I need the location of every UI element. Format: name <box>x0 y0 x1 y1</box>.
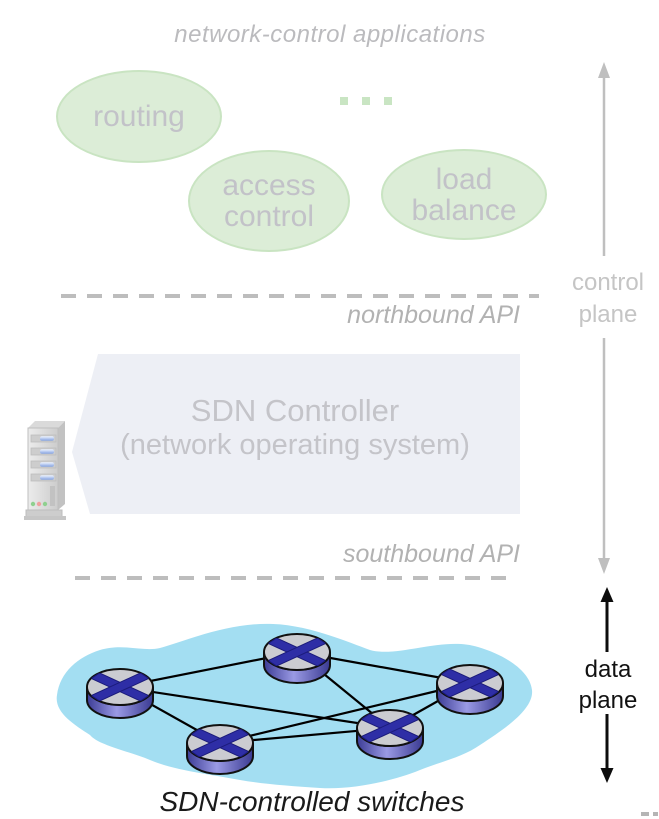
dot <box>384 97 392 105</box>
sdn-controller-text: SDN Controller (network operating system… <box>70 393 520 463</box>
server-led-green <box>42 501 48 507</box>
sdn-controller-subtitle: (network operating system) <box>120 429 470 461</box>
server-icon <box>24 421 66 520</box>
server-drive-bays <box>30 434 57 482</box>
switches-caption: SDN-controlled switches <box>159 786 465 817</box>
app-ellipse-routing: routing <box>56 70 222 163</box>
ellipsis-dots-icon <box>340 97 392 105</box>
switch-icon <box>186 724 254 775</box>
switch-icon <box>356 709 424 760</box>
control-plane-label: control plane <box>571 269 645 328</box>
clipped-text-fragment <box>641 812 649 816</box>
data-plane-label: data plane <box>578 656 638 714</box>
diagram-title: network-control applications <box>174 21 486 48</box>
server-led-red <box>36 501 42 507</box>
app-ellipse-load-balance: load balance <box>381 149 547 240</box>
clipped-text-fragment <box>653 812 658 816</box>
northbound-api-label: northbound API <box>347 301 520 329</box>
sdn-controller-name: SDN Controller <box>190 393 400 428</box>
link-bottomleft-right <box>219 681 471 745</box>
switch-icon <box>263 633 331 684</box>
dot <box>340 97 348 105</box>
switch-network-cloud <box>56 623 533 789</box>
sdn-controller-box <box>72 354 520 514</box>
southbound-api-label: southbound API <box>343 540 520 568</box>
dot <box>362 97 370 105</box>
control-plane-arrow-icon <box>598 62 610 574</box>
switch-icon <box>86 668 154 719</box>
app-label-load-balance: load balance <box>411 162 517 227</box>
app-ellipse-access-control: access control <box>188 150 350 252</box>
link-left-middleright <box>119 685 391 730</box>
southbound-dashed-line <box>75 576 512 580</box>
northbound-dashed-line <box>61 294 539 298</box>
switch-icon <box>436 664 504 715</box>
server-led-green <box>30 501 36 507</box>
app-label-routing: routing <box>93 100 185 133</box>
app-label-access-control: access control <box>222 169 316 233</box>
data-plane-arrow-icon <box>600 587 614 783</box>
